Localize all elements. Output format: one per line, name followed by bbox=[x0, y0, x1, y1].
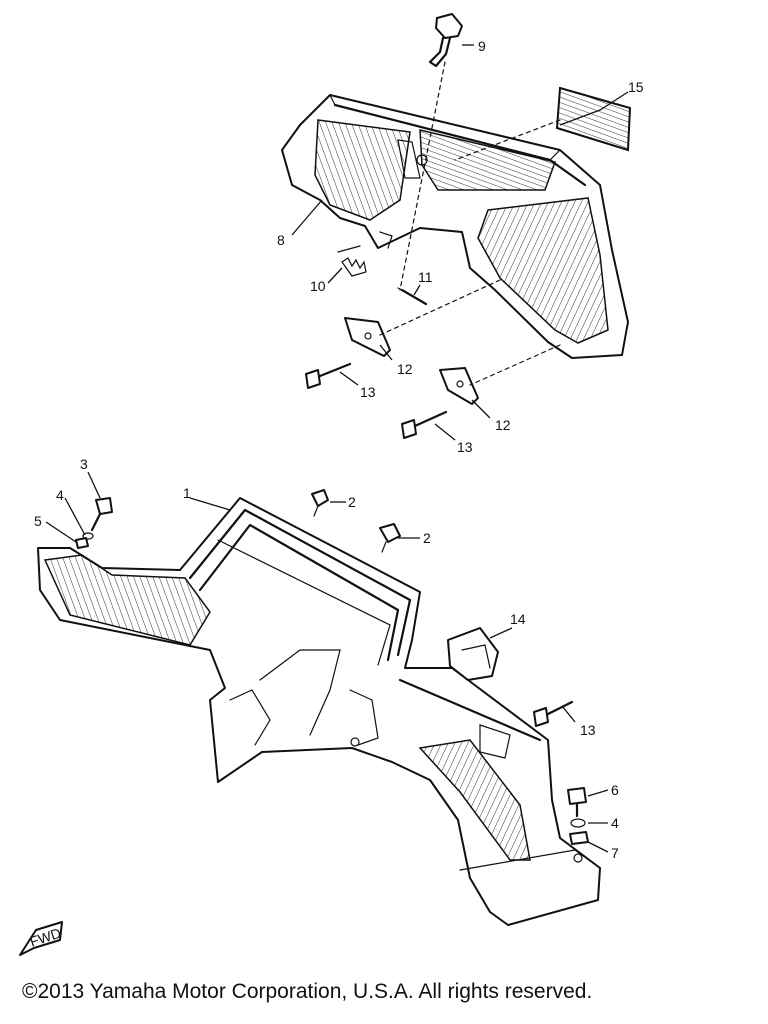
fwd-arrow-icon: FWD bbox=[19, 921, 63, 956]
knob-part-9 bbox=[428, 13, 463, 68]
grommet-part-2-b bbox=[379, 523, 401, 553]
nut-part-7 bbox=[569, 831, 589, 845]
callout-4-right: 4 bbox=[611, 815, 619, 831]
callout-11: 11 bbox=[418, 269, 433, 285]
pin-part-11 bbox=[397, 287, 428, 306]
callout-9: 9 bbox=[478, 38, 486, 54]
nut-part-5 bbox=[75, 537, 89, 549]
hinge-part-12-a bbox=[344, 317, 391, 357]
rivet-part-13-b bbox=[401, 410, 448, 439]
callout-13-upper-a: 13 bbox=[360, 384, 376, 400]
callout-8: 8 bbox=[277, 232, 285, 248]
washer-part-4-right bbox=[570, 818, 586, 828]
callout-2-a: 2 bbox=[348, 494, 356, 510]
callout-3: 3 bbox=[80, 456, 88, 472]
callouts: 9 15 8 10 11 12 13 12 13 3 1 2 4 5 2 14 … bbox=[34, 38, 644, 861]
clip-part-14 bbox=[447, 627, 499, 681]
bolt-part-3 bbox=[90, 497, 113, 532]
grommet-part-2-a bbox=[311, 489, 329, 517]
rivet-part-13-a bbox=[305, 362, 352, 389]
callout-13-upper-b: 13 bbox=[457, 439, 473, 455]
hinge-part-12-b bbox=[439, 367, 479, 405]
callout-7: 7 bbox=[611, 845, 619, 861]
assembly-lines-upper bbox=[379, 61, 561, 386]
callout-14: 14 bbox=[510, 611, 526, 627]
reflector-part-15 bbox=[555, 86, 632, 152]
callout-12-lower: 12 bbox=[495, 417, 511, 433]
bolt-part-6 bbox=[567, 787, 587, 818]
callout-12-upper: 12 bbox=[397, 361, 413, 377]
callout-1: 1 bbox=[183, 485, 191, 501]
fwd-label: FWD bbox=[28, 925, 63, 950]
callout-5: 5 bbox=[34, 513, 42, 529]
rivet-part-13-c bbox=[533, 700, 574, 727]
callout-15: 15 bbox=[628, 79, 644, 95]
spring-part-10 bbox=[337, 245, 367, 277]
washer-part-4-left bbox=[82, 532, 94, 540]
callout-4-left: 4 bbox=[56, 487, 64, 503]
headlight-cover-part-8 bbox=[281, 94, 629, 359]
callout-6: 6 bbox=[611, 782, 619, 798]
callout-10: 10 bbox=[310, 278, 326, 294]
callout-2-b: 2 bbox=[423, 530, 431, 546]
housing-part-1 bbox=[37, 497, 601, 926]
leader-lines bbox=[45, 44, 629, 853]
callout-13-lower: 13 bbox=[580, 722, 596, 738]
copyright-notice: ©2013 Yamaha Motor Corporation, U.S.A. A… bbox=[22, 980, 593, 1003]
